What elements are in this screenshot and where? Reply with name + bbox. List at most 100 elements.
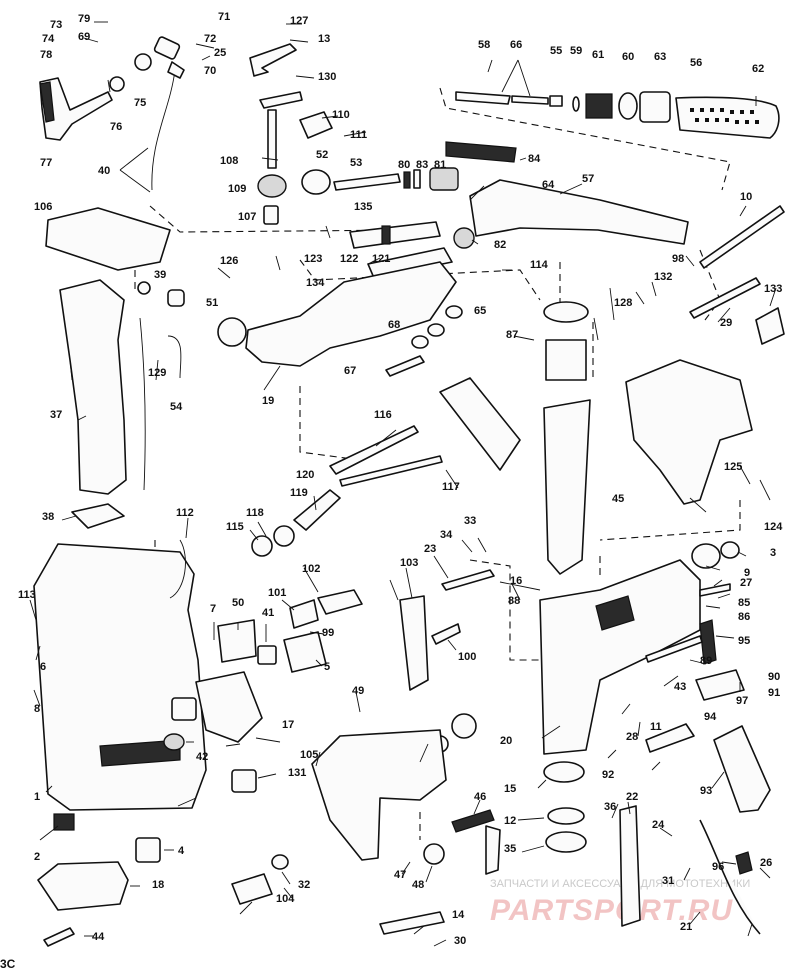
callout-8: 8 (34, 703, 40, 715)
shift-rod-end (167, 61, 185, 79)
callout-44: 44 (92, 931, 105, 943)
lever-22 (619, 805, 641, 927)
callout-74: 74 (42, 33, 55, 45)
thrust-washer (413, 169, 421, 189)
leader-lines (29, 21, 777, 947)
callout-57: 57 (582, 173, 594, 185)
lever-46 (485, 825, 501, 875)
callout-87: 87 (506, 329, 518, 341)
callout-125: 125 (724, 461, 742, 473)
callout-63: 63 (654, 51, 666, 63)
callout-69: 69 (78, 31, 90, 43)
washer-82 (453, 227, 475, 249)
bushing-104 (271, 854, 289, 870)
anode (53, 813, 75, 831)
callout-12: 12 (504, 815, 516, 827)
callout-26: 26 (760, 857, 772, 869)
callout-107: 107 (238, 211, 256, 223)
tiller-lever-bracket (39, 77, 113, 141)
clip-101 (289, 599, 319, 629)
callout-42: 42 (196, 751, 208, 763)
callout-32: 32 (298, 879, 310, 891)
bushing-9b (451, 713, 477, 739)
callout-29: 29 (720, 317, 732, 329)
callout-106: 106 (34, 201, 52, 213)
hose-112 (169, 539, 186, 599)
washer (109, 76, 125, 92)
callout-34: 34 (440, 529, 453, 541)
callout-130: 130 (318, 71, 336, 83)
callout-53: 53 (350, 157, 362, 169)
callout-132: 132 (654, 271, 672, 283)
bushing-133b (231, 873, 273, 905)
callout-94: 94 (704, 711, 717, 723)
callout-51: 51 (206, 297, 218, 309)
callout-17: 17 (282, 719, 294, 731)
callout-43: 43 (674, 681, 686, 693)
callout-131: 131 (288, 767, 306, 779)
seal-38 (71, 503, 125, 529)
callout-113: 113 (18, 589, 36, 601)
callout-80: 80 (398, 159, 410, 171)
ring-59 (572, 96, 580, 112)
spring-95 (699, 619, 717, 665)
bracket-detail (595, 595, 635, 631)
callout-81: 81 (434, 159, 446, 171)
pin-89 (645, 635, 703, 663)
callout-46: 46 (474, 791, 486, 803)
washer-68 (427, 323, 445, 337)
callout-2: 2 (34, 851, 40, 863)
callout-48: 48 (412, 879, 424, 891)
callout-88: 88 (508, 595, 520, 607)
callout-128: 128 (614, 297, 632, 309)
callout-79: 79 (78, 13, 90, 25)
callout-6: 6 (40, 661, 46, 673)
callout-100: 100 (458, 651, 476, 663)
callout-72: 72 (204, 33, 216, 45)
callout-108: 108 (220, 155, 238, 167)
callout-93: 93 (700, 785, 712, 797)
callout-68: 68 (388, 319, 400, 331)
cable-117 (339, 455, 443, 487)
callout-105: 105 (300, 749, 318, 761)
callout-119: 119 (290, 487, 308, 499)
callout-45: 45 (612, 493, 624, 505)
connector-120 (293, 489, 341, 531)
callout-5: 5 (324, 661, 330, 673)
callout-110: 110 (332, 109, 350, 121)
callout-64: 64 (542, 179, 555, 191)
callout-122: 122 (340, 253, 358, 265)
callout-27: 27 (740, 577, 752, 589)
callout-38: 38 (42, 511, 54, 523)
throttle-rod (455, 91, 511, 105)
bracket-51 (217, 317, 247, 347)
callout-89: 89 (700, 655, 712, 667)
corner-code: 3C (0, 957, 16, 971)
swivel-tube (543, 399, 591, 575)
tiller-arm (469, 179, 689, 245)
callout-56: 56 (690, 57, 702, 69)
ring-119 (273, 525, 295, 547)
callout-71: 71 (218, 11, 230, 23)
spring-46 (451, 809, 495, 833)
callout-25: 25 (214, 47, 226, 59)
bushing-top (543, 301, 589, 323)
rod-21 (699, 819, 761, 935)
gear-81 (429, 167, 459, 191)
callout-83: 83 (416, 159, 428, 171)
callout-14: 14 (452, 909, 465, 921)
bracket-93 (713, 725, 771, 813)
callout-109: 109 (228, 183, 246, 195)
callout-129: 129 (148, 367, 166, 379)
callout-127: 127 (290, 15, 308, 27)
shift-shaft (267, 109, 277, 169)
callout-75: 75 (134, 97, 146, 109)
plate-92 (645, 723, 695, 753)
gear (257, 174, 287, 198)
callout-54: 54 (170, 401, 183, 413)
grip-texture (690, 108, 759, 124)
callout-21: 21 (680, 921, 692, 933)
pin-55 (549, 95, 563, 107)
callout-20: 20 (500, 735, 512, 747)
